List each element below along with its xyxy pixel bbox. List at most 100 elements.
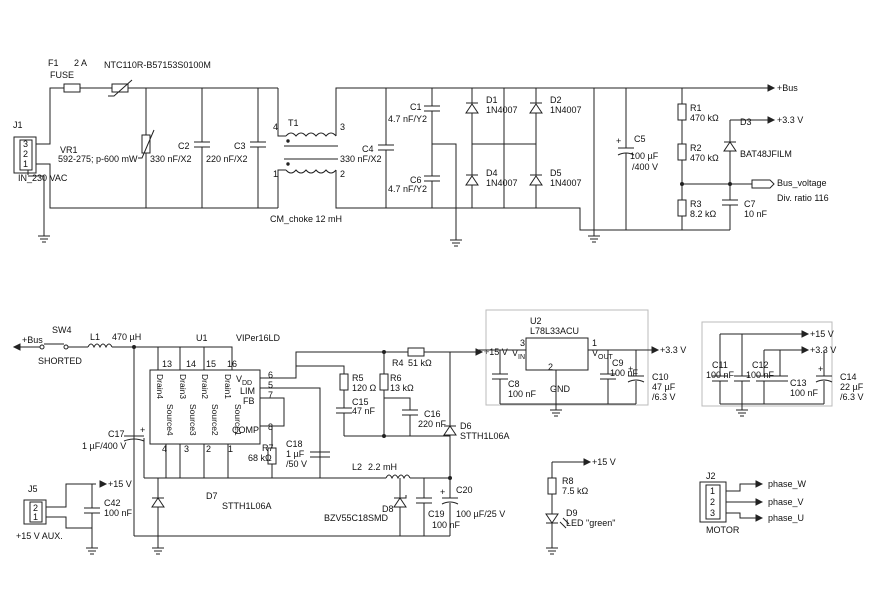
drain3-label: Drain3 (178, 374, 188, 399)
inductor-l1 (87, 343, 113, 349)
t1-pin4: 4 (273, 122, 278, 132)
c5-value1: 100 µF (630, 151, 659, 161)
c13-value: 100 nF (790, 388, 819, 398)
c16-label: C16 (424, 409, 441, 419)
phase-v-arrow (755, 498, 764, 506)
bus-in-label: +Bus (22, 335, 43, 345)
c3-label: C3 (234, 141, 246, 151)
j5-pin2: 2 (33, 503, 38, 513)
d7-label: D7 (206, 491, 218, 501)
pin13: 13 (162, 359, 172, 369)
d5-value: 1N4007 (550, 178, 582, 188)
vin-sub: IN (518, 354, 525, 361)
vin-v: V (512, 348, 518, 358)
resistor-r6 (379, 373, 389, 391)
c20-value: 100 µF/25 V (456, 509, 505, 519)
varistor-vr1 (141, 134, 151, 154)
d4-label: D4 (486, 168, 498, 178)
d4-value: 1N4007 (486, 178, 518, 188)
ldo-box (485, 309, 649, 406)
r7-label: R7 (262, 443, 274, 453)
d8-value: BZV55C18SMD (324, 513, 389, 523)
c13-label: C13 (790, 378, 807, 388)
r4-value: 51 kΩ (408, 358, 432, 368)
r7-value: 68 kΩ (248, 453, 272, 463)
ground-symbol (546, 547, 558, 555)
c16-value: 220 nF (418, 419, 447, 429)
r5-label: R5 (352, 373, 364, 383)
source4-label: Source4 (165, 404, 175, 436)
drain1-label: Drain1 (223, 374, 233, 399)
j1-pin3-label: 3 (23, 139, 28, 149)
p15-net-label-aux: +15 V (108, 479, 132, 489)
t1-pin1: 1 (273, 169, 278, 179)
bus-in-arrow (12, 343, 21, 351)
j2-pin3: 3 (710, 508, 715, 518)
j1-label: J1 (13, 120, 23, 130)
bus-net-label: +Bus (777, 83, 798, 93)
source3-label: Source3 (188, 404, 198, 436)
pin4: 4 (162, 444, 167, 454)
c-330nf-label: 330 nF/X2 (150, 154, 192, 164)
vdd-v: V (236, 374, 242, 384)
decoupling-section: +15 V +3.3 V C11 100 nF C12 100 nF C13 1… (701, 321, 864, 417)
f1-label: F1 (48, 58, 59, 68)
p33-arrow (767, 116, 776, 124)
ground-symbol (550, 404, 562, 417)
c18-value1: 1 µF (286, 449, 305, 459)
zener-d8 (393, 497, 407, 508)
ground-symbol (152, 536, 164, 555)
r6-value: 13 kΩ (390, 383, 414, 393)
bus-voltage-label: Bus_voltage (777, 178, 827, 188)
led-section: +15 V R8 7.5 kΩ D9 LED "green" (545, 457, 616, 555)
u2-pin1: 1 (592, 338, 597, 348)
u2-pin3: 3 (520, 338, 525, 348)
p33-net-label-top: +3.3 V (777, 115, 803, 125)
u2-value: L78L33ACU (530, 326, 579, 336)
p15-net-label-1: +15 V (484, 347, 508, 357)
p15-arrow-2 (801, 330, 810, 338)
diode-d7 (151, 497, 165, 508)
c12-value: 100 nF (746, 370, 775, 380)
ground-symbol (38, 235, 50, 243)
motor-label: MOTOR (706, 525, 740, 535)
d2-value: 1N4007 (550, 105, 582, 115)
pin2: 2 (206, 444, 211, 454)
pin8: 8 (268, 422, 273, 432)
d3-label: D3 (740, 117, 752, 127)
resistor-r5 (339, 373, 349, 391)
j2-label: J2 (706, 471, 716, 481)
j5-pin1: 1 (33, 512, 38, 522)
drain2-label: Drain2 (200, 374, 210, 399)
p15-arrow-led (583, 458, 592, 466)
c18-label: C18 (286, 439, 303, 449)
c42-value: 100 nF (104, 508, 133, 518)
shorted-label: SHORTED (38, 356, 82, 366)
c8-value: 100 nF (508, 389, 537, 399)
c20-plus: + (440, 487, 445, 497)
r6-label: R6 (390, 373, 402, 383)
phase-u-arrow (755, 514, 764, 522)
c14-label: C14 (840, 372, 857, 382)
c5-label: C5 (634, 134, 646, 144)
r3-label: R3 (690, 199, 702, 209)
fuse-symbol (63, 83, 81, 93)
c17-plus: + (140, 425, 145, 435)
sw4-label: SW4 (52, 325, 72, 335)
diode-d4 (465, 175, 479, 186)
c10-label: C10 (652, 372, 669, 382)
j1-pin1-label: 1 (23, 159, 28, 169)
j5-label: J5 (28, 484, 38, 494)
u2-label: U2 (530, 316, 542, 326)
div-ratio-label: Div. ratio 116 (777, 193, 829, 203)
c5-plus: + (616, 136, 621, 146)
source2-label: Source2 (210, 404, 220, 436)
d1-value: 1N4007 (486, 105, 518, 115)
ntc-label: NTC110R-B57153S0100M (104, 60, 211, 70)
ground-symbol (86, 547, 98, 555)
c14-value1: 22 µF (840, 382, 864, 392)
u2-pin2: 2 (548, 362, 553, 372)
c7-value: 10 nF (744, 209, 768, 219)
c19-label: C19 (428, 509, 445, 519)
